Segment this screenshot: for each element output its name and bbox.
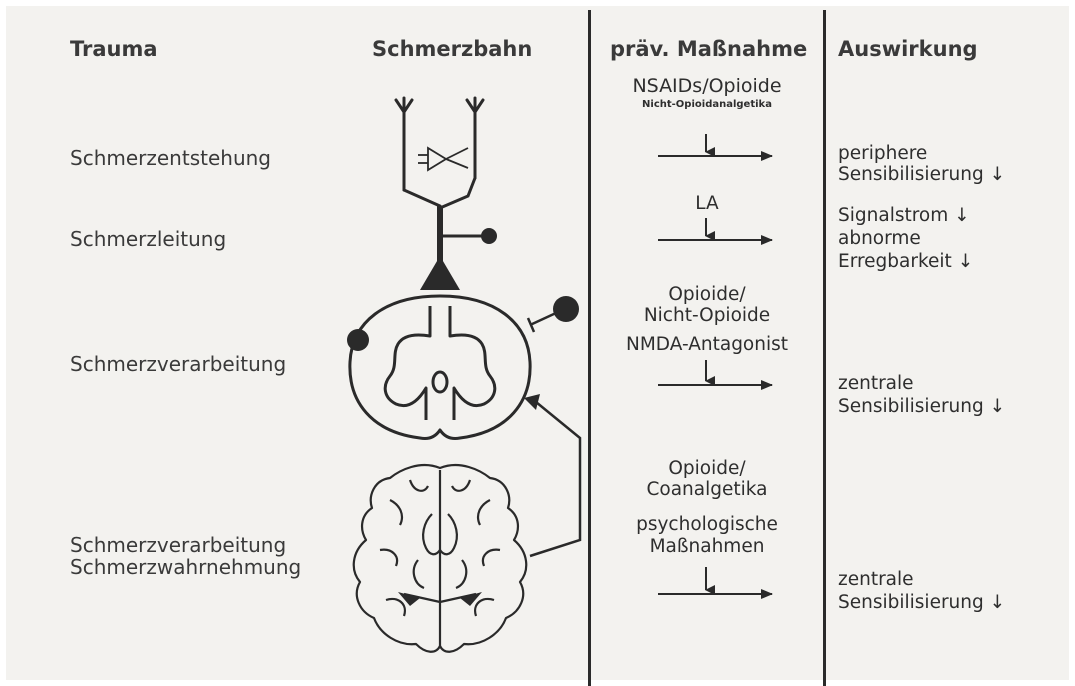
spinal-cord (350, 296, 530, 439)
ganglion-triangle (420, 256, 460, 290)
nociceptor-endings (396, 98, 483, 208)
ascending-tract (530, 402, 580, 556)
collateral-synapse (481, 228, 497, 244)
inhibition-bar (528, 318, 534, 332)
tract-arrowhead (524, 394, 540, 410)
inhibitory-synapse (553, 296, 579, 322)
neuron-symbol (418, 148, 468, 170)
dorsal-horn-synapse (347, 329, 369, 351)
brain-section (354, 465, 527, 652)
descending-inhibition (530, 313, 556, 325)
